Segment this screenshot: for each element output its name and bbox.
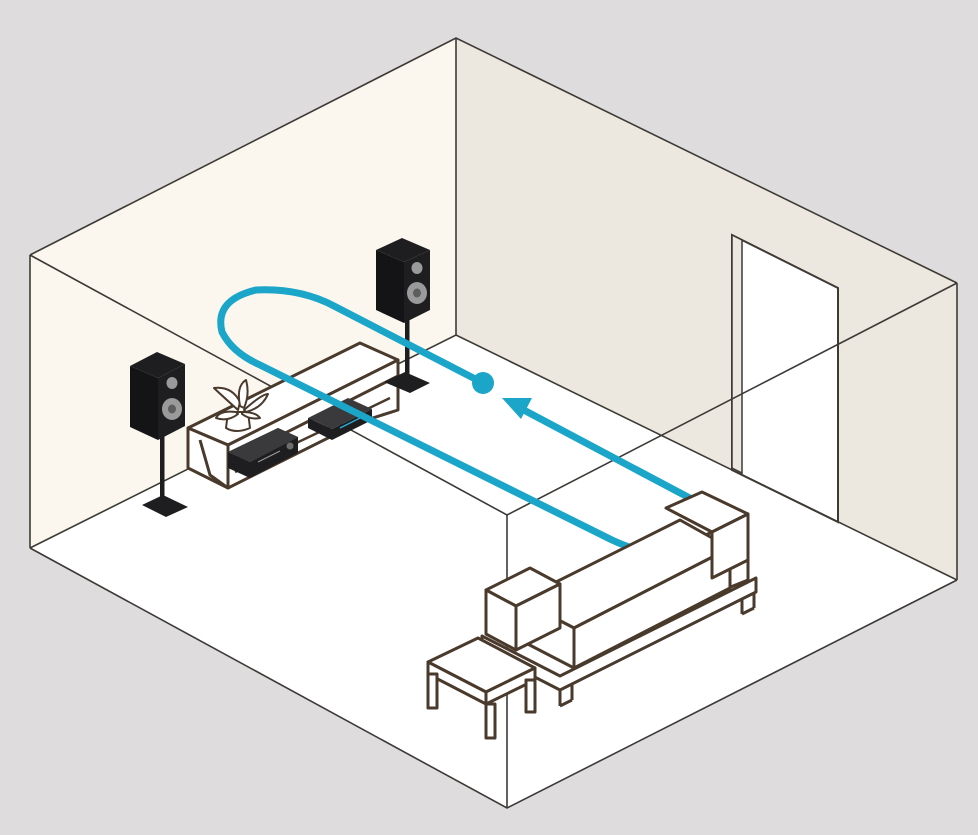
door-jamb	[731, 233, 743, 475]
plant	[213, 379, 269, 432]
left-speaker	[130, 352, 188, 517]
side-table	[426, 636, 537, 740]
start-point	[472, 372, 494, 394]
sofa	[480, 490, 758, 708]
direction-arrow	[502, 398, 532, 419]
room-edges	[29, 37, 958, 809]
receiver	[228, 428, 298, 478]
